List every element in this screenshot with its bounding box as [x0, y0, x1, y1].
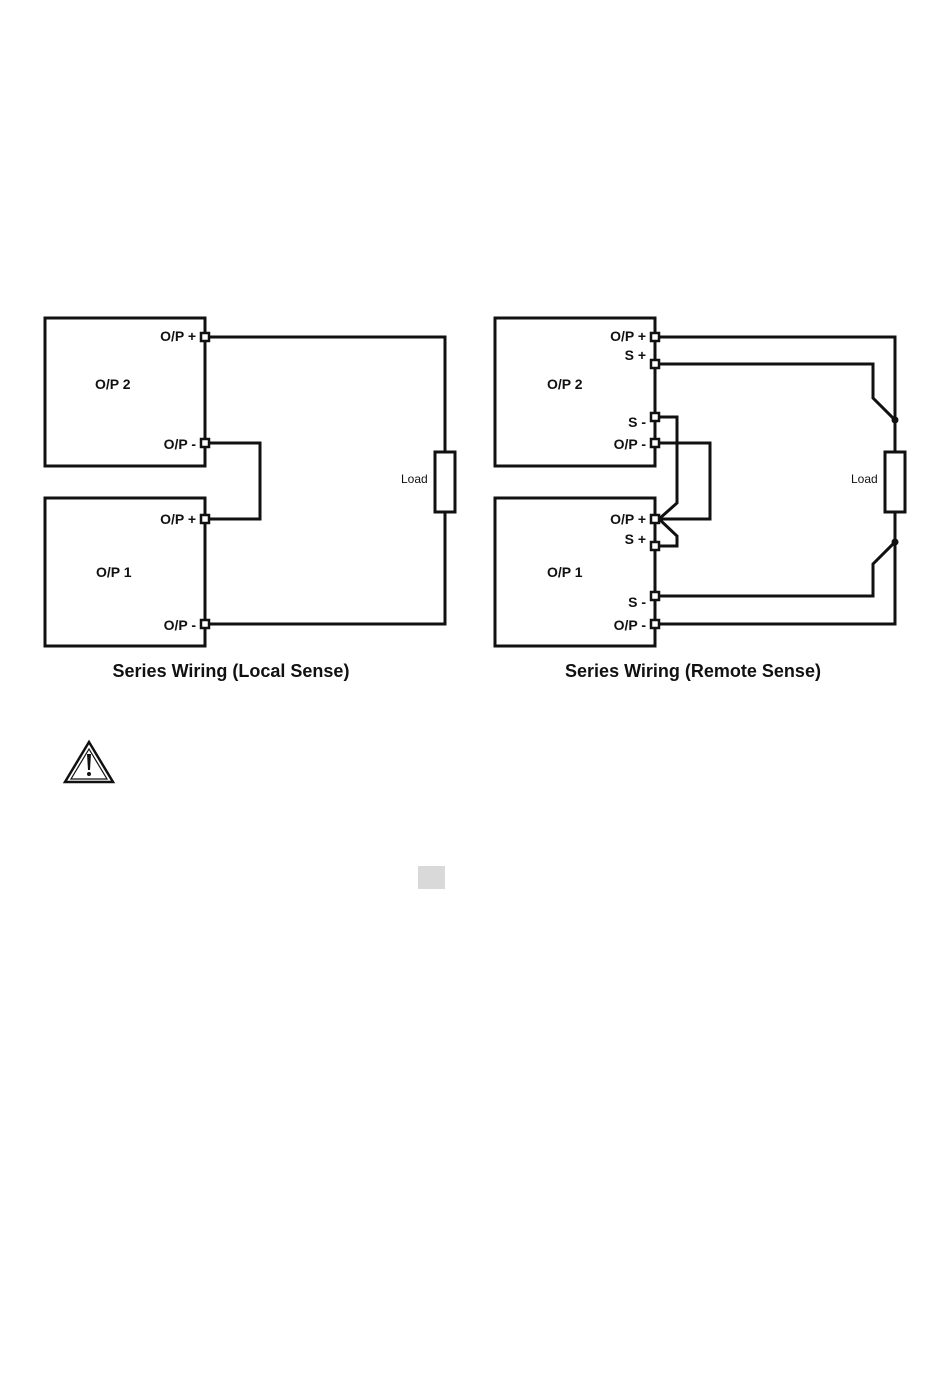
local-label-op1-pos: O/P +: [160, 511, 196, 527]
remote-junction-top: [892, 417, 899, 424]
remote-terminal-op1-sense-neg: [651, 592, 659, 600]
gray-square-placeholder: [418, 866, 445, 889]
remote-terminal-op2-sense-neg: [651, 413, 659, 421]
remote-terminal-op1-sense-pos: [651, 542, 659, 550]
warning-triangle-icon: [65, 742, 113, 782]
remote-label-op2-sense-pos: S +: [625, 347, 646, 363]
remote-sense-diagram: O/P 2 O/P 1 Load O/P + S + S - O/P - O/P…: [495, 318, 905, 681]
remote-terminal-op2-sense-pos: [651, 360, 659, 368]
remote-wire-positive-to-load: [655, 337, 895, 452]
remote-block-op1-label: O/P 1: [547, 564, 583, 580]
remote-wire-sense-positive: [655, 364, 895, 420]
remote-label-op1-sense-neg: S -: [628, 594, 646, 610]
remote-label-op2-sense-neg: S -: [628, 414, 646, 430]
remote-junction-bottom: [892, 539, 899, 546]
local-sense-caption: Series Wiring (Local Sense): [113, 661, 350, 681]
remote-load-resistor: [885, 452, 905, 512]
remote-terminal-op2-pos: [651, 333, 659, 341]
local-load-label: Load: [401, 472, 428, 486]
local-block-op1-label: O/P 1: [96, 564, 132, 580]
remote-block-op2-label: O/P 2: [547, 376, 583, 392]
remote-wire-sense-link-upper: [655, 417, 677, 519]
remote-load-label: Load: [851, 472, 878, 486]
remote-terminal-op2-neg: [651, 439, 659, 447]
remote-wire-load-to-negative: [655, 512, 895, 624]
remote-terminal-op1-neg: [651, 620, 659, 628]
remote-sense-caption: Series Wiring (Remote Sense): [565, 661, 821, 681]
local-sense-diagram: O/P 2 O/P 1 Load O/P + O/P - O/P + O/P -…: [45, 318, 455, 681]
local-load-resistor: [435, 452, 455, 512]
local-label-op2-neg: O/P -: [164, 436, 197, 452]
local-terminal-op1-pos: [201, 515, 209, 523]
local-label-op1-neg: O/P -: [164, 617, 197, 633]
local-wire-positive-to-load: [205, 337, 445, 452]
remote-label-op2-pos: O/P +: [610, 328, 646, 344]
local-wire-series-link: [205, 443, 260, 519]
remote-label-op1-neg: O/P -: [614, 617, 647, 633]
local-wire-load-to-negative: [205, 512, 445, 624]
local-terminal-op2-neg: [201, 439, 209, 447]
remote-wire-sense-negative: [655, 542, 895, 596]
remote-label-op2-neg: O/P -: [614, 436, 647, 452]
remote-terminal-op1-pos: [651, 515, 659, 523]
remote-label-op1-sense-pos: S +: [625, 531, 646, 547]
remote-label-op1-pos: O/P +: [610, 511, 646, 527]
local-label-op2-pos: O/P +: [160, 328, 196, 344]
local-terminal-op1-neg: [201, 620, 209, 628]
local-block-op2-label: O/P 2: [95, 376, 131, 392]
remote-wire-series-link: [655, 443, 710, 519]
local-terminal-op2-pos: [201, 333, 209, 341]
